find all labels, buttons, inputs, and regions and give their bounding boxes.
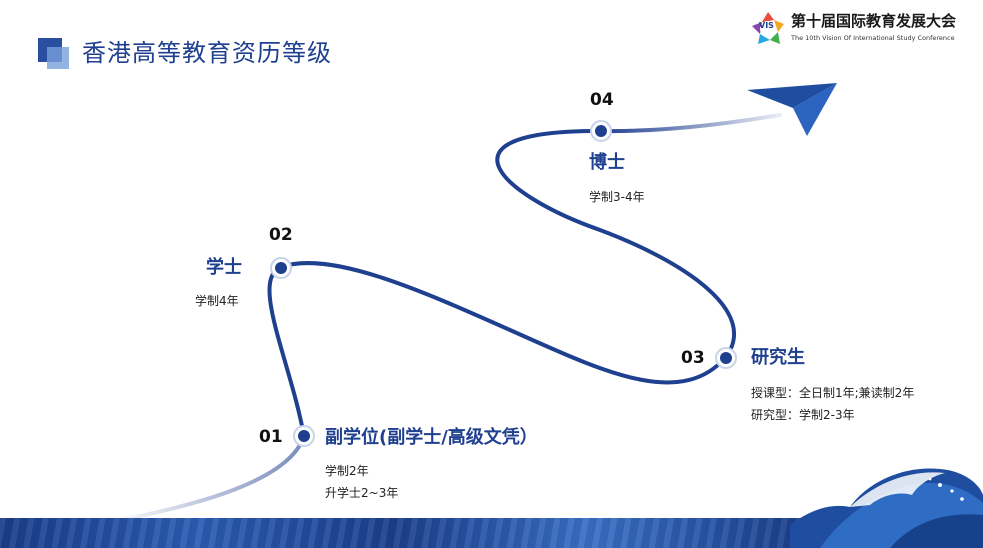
step-desc-03-line1: 授课型：全日制1年;兼读制2年 [751,386,915,400]
conference-subtitle: The 10th Vision Of International Study C… [791,34,955,42]
step-desc-01-line1: 学制2年 [325,464,369,478]
vis-logo-icon [752,12,784,44]
node-03 [715,347,737,369]
step-number-02: 02 [269,225,293,245]
step-desc-02-line1: 学制4年 [195,294,239,308]
node-04 [590,120,612,142]
step-number-04: 04 [590,90,614,110]
step-number-01: 01 [259,427,283,447]
paper-plane-icon [747,83,837,136]
page-title: 香港高等教育资历等级 [82,39,332,67]
step-desc-04-line1: 学制3-4年 [589,190,645,204]
step-number-03: 03 [681,348,705,368]
logo-text: VIS [759,21,774,30]
node-02 [270,257,292,279]
step-desc-01-line2: 升学士2~3年 [325,486,399,500]
step-title-02: 学士 [206,257,242,278]
step-title-03: 研究生 [751,347,805,368]
conference-name: 第十届国际教育发展大会 [791,12,957,30]
node-01 [293,425,315,447]
step-title-04: 博士 [589,152,625,173]
step-title-01: 副学位(副学士/高级文凭） [325,427,538,448]
wave-decoration-icon [790,468,983,548]
step-desc-03-line2: 研究型：学制2-3年 [751,408,855,422]
title-squares-icon [38,38,70,70]
